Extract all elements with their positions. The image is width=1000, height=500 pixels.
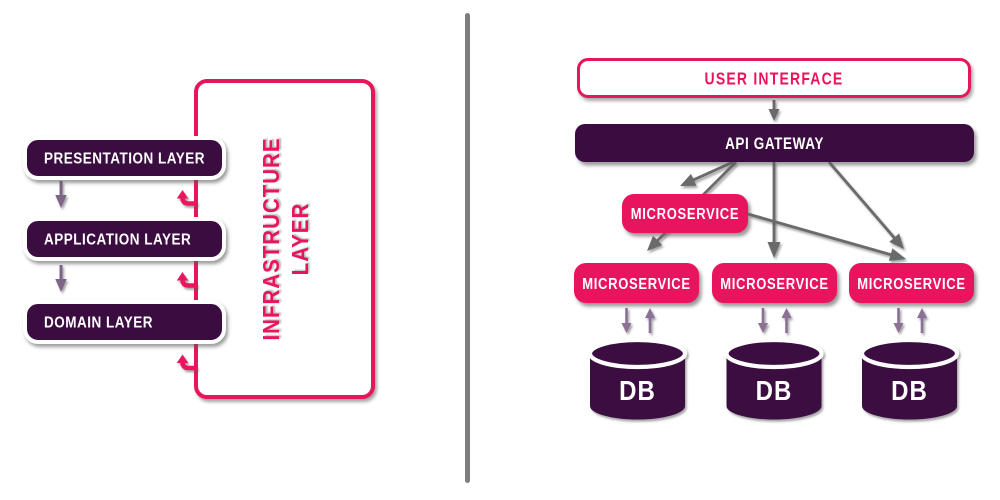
arrow-ui-to-gateway — [768, 100, 780, 121]
microservice-1-label: MICROSERVICE — [582, 274, 691, 292]
arrow-orchestrator-to-service-3 — [747, 212, 906, 261]
user-interface-label: USER INTERFACE — [704, 68, 844, 88]
domain-layer-label: DOMAIN LAYER — [44, 313, 154, 331]
presentation-layer-label: PRESENTATION LAYER — [44, 149, 206, 167]
api-gateway-label: API GATEWAY — [725, 133, 824, 153]
arrow-gateway-to-orchestrator — [680, 160, 734, 186]
microservice-box-top: MICROSERVICE — [622, 194, 748, 233]
arrow-db-to-service-2 — [781, 308, 792, 333]
microservice-top-label: MICROSERVICE — [630, 204, 740, 223]
arrow-gateway-to-service-2 — [767, 162, 781, 258]
application-layer-label: APPLICATION LAYER — [44, 230, 192, 248]
arrow-service-1-to-db — [621, 308, 632, 333]
user-interface-box: USER INTERFACE — [577, 58, 971, 98]
arrow-gateway-to-service-3 — [827, 161, 904, 249]
arrow-db-to-service-1 — [645, 308, 655, 333]
microservice-2-label: MICROSERVICE — [720, 274, 829, 292]
presentation-layer-box: PRESENTATION LAYER — [23, 136, 226, 180]
arrow-service-3-to-db — [893, 308, 904, 333]
infrastructure-label-line1: INFRASTRUCTURE — [258, 137, 285, 341]
arrow-presentation-to-application — [55, 181, 67, 208]
db-1-text: DB — [619, 375, 656, 408]
database-3-label: DB — [865, 375, 955, 408]
database-2-label: DB — [729, 375, 819, 408]
domain-layer-box: DOMAIN LAYER — [23, 300, 226, 344]
infrastructure-layer-label: INFRASTRUCTURE LAYER — [252, 89, 321, 389]
database-1-label: DB — [593, 375, 683, 408]
db-3-text: DB — [891, 375, 928, 408]
microservice-box-2: MICROSERVICE — [712, 263, 837, 303]
arrow-db-to-service-3 — [917, 308, 927, 333]
arrow-service-2-to-db — [758, 308, 768, 333]
microservice-3-label: MICROSERVICE — [857, 274, 966, 292]
infrastructure-label-line2: LAYER — [287, 202, 314, 276]
microservice-box-3: MICROSERVICE — [849, 263, 974, 303]
db-2-text: DB — [755, 375, 793, 408]
api-gateway-box: API GATEWAY — [575, 124, 974, 162]
panel-divider — [464, 13, 470, 483]
microservice-box-1: MICROSERVICE — [574, 263, 699, 303]
application-layer-box: APPLICATION LAYER — [23, 217, 226, 261]
arrow-application-to-domain — [55, 265, 67, 292]
